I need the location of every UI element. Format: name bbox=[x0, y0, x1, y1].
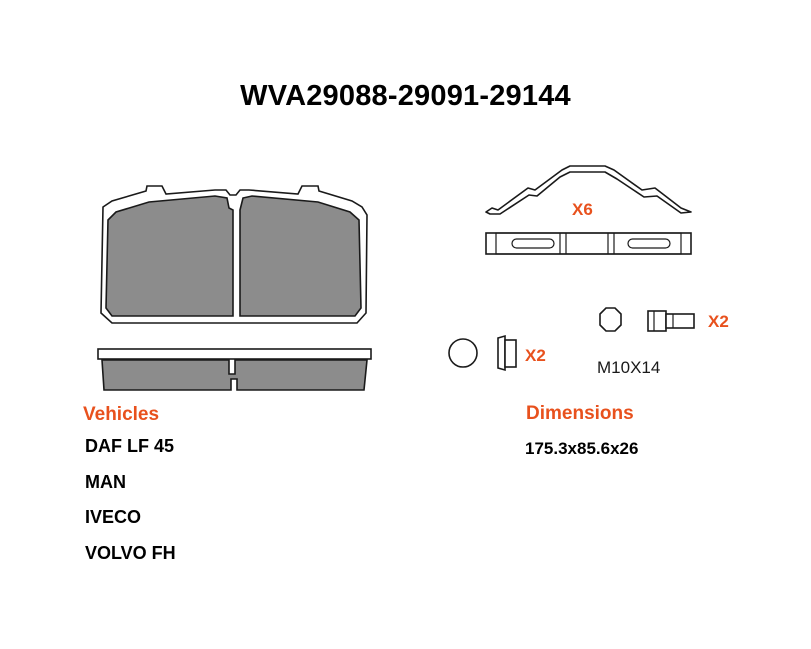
pad-friction-right bbox=[239, 195, 362, 317]
brake-pad-front-view bbox=[100, 185, 368, 324]
vehicle-item: IVECO bbox=[85, 507, 142, 527]
spring-quantity: X6 bbox=[572, 200, 593, 219]
pin-end-view bbox=[448, 338, 478, 368]
page-title: WVA29088-29091-29144 bbox=[240, 80, 571, 112]
dimensions-heading: Dimensions bbox=[526, 403, 634, 424]
vehicles-heading: Vehicles bbox=[83, 404, 160, 425]
pin-quantity: X2 bbox=[525, 346, 546, 365]
brake-pad-side-view bbox=[97, 348, 372, 391]
vehicle-item: MAN bbox=[85, 472, 126, 492]
hex-nut bbox=[599, 307, 622, 332]
retaining-bar bbox=[485, 232, 692, 255]
vehicle-item: DAF LF 45 bbox=[85, 436, 175, 456]
bolt-quantity: X2 bbox=[708, 312, 729, 331]
side-backing-plate bbox=[97, 348, 372, 360]
bolt-size-label: M10X14 bbox=[597, 358, 661, 377]
dimensions-value: 175.3x85.6x26 bbox=[525, 439, 639, 458]
pad-friction-left bbox=[105, 195, 234, 317]
pin-side-view bbox=[497, 334, 517, 372]
vehicle-item: VOLVO FH bbox=[85, 543, 176, 563]
side-friction-material bbox=[101, 359, 368, 391]
retaining-spring bbox=[485, 165, 692, 215]
bolt bbox=[647, 310, 695, 332]
